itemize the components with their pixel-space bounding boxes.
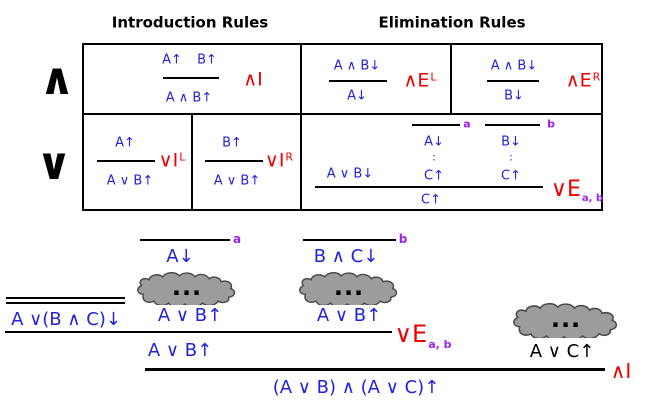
derivation-cloud xyxy=(299,272,398,305)
premise-line-upper xyxy=(6,297,125,299)
cloud-ellipsis: ... xyxy=(550,305,582,333)
or-elim-derived-a: C↑ xyxy=(424,168,444,184)
derived-a: A ∨ B↑ xyxy=(157,305,223,326)
premise-line-lower xyxy=(6,302,125,304)
vertical-dots: : xyxy=(509,150,513,164)
or-elim-result: A ∨ B↑ xyxy=(147,340,213,361)
and-intro-premise-right: B↑ xyxy=(197,52,217,68)
hypothesis-tag-a: a xyxy=(232,232,242,246)
inference-line xyxy=(329,80,387,82)
hypothesis-line-b xyxy=(303,239,396,241)
and-intro-step-label: ∧I xyxy=(610,359,632,383)
cloud-ellipsis: ... xyxy=(333,273,365,301)
hypothesis-tag-a: a xyxy=(463,117,471,131)
or-elim-rule-name: ∨Ea, b xyxy=(550,177,604,204)
or-row-label: ∨ xyxy=(36,139,72,190)
inference-line xyxy=(97,160,155,162)
table-intro-cell-divider xyxy=(191,113,193,211)
derivation-cloud xyxy=(137,272,236,305)
and-intro-rule-name: ∧I xyxy=(243,68,263,91)
hypothesis-line-a xyxy=(140,239,230,241)
or-intro-left-rule-name: ∨IL xyxy=(158,149,186,172)
hypothesis-line-b xyxy=(485,124,540,126)
and-elim-right-rule-name: ∧ER xyxy=(565,69,601,92)
hypothesis-tag-b: b xyxy=(398,232,408,246)
proof-premise: A ∨(B ∧ C)↓ xyxy=(11,309,121,330)
hypothesis-line-a xyxy=(412,124,460,126)
and-elim-right-premise: A ∧ B↓ xyxy=(490,58,538,74)
assumption-b: B ∧ C↓ xyxy=(313,246,379,267)
or-intro-right-rule-name: ∨IR xyxy=(264,149,294,172)
inference-line xyxy=(487,80,539,82)
or-elim-conclusion: C↑ xyxy=(421,192,441,208)
and-intro-conclusion: A ∧ B↑ xyxy=(165,90,213,106)
or-elim-assumption-a: A↓ xyxy=(424,134,444,150)
derived-b: A ∨ B↑ xyxy=(316,305,382,326)
and-elim-right-conclusion: B↓ xyxy=(504,88,524,104)
or-elim-derived-b: C↑ xyxy=(501,168,521,184)
hypothesis-tag-b: b xyxy=(547,117,555,131)
inference-line xyxy=(315,186,543,188)
and-elim-left-rule-name: ∧EL xyxy=(403,69,437,92)
side-formula: A ∨ C↑ xyxy=(529,341,595,362)
and-intro-inference-line xyxy=(145,368,605,371)
cloud-ellipsis: ... xyxy=(171,273,203,301)
proof-conclusion: (A ∨ B) ∧ (A ∨ C)↑ xyxy=(272,377,440,398)
inference-line xyxy=(205,160,263,162)
or-intro-right-premise: B↑ xyxy=(222,135,242,151)
or-elim-assumption-b: B↓ xyxy=(501,134,521,150)
table-elim-cell-divider xyxy=(450,43,452,114)
vertical-dots: : xyxy=(432,150,436,164)
and-elim-left-premise: A ∧ B↓ xyxy=(333,58,381,74)
and-elim-left-conclusion: A↓ xyxy=(347,88,367,104)
or-intro-right-conclusion: A ∨ B↑ xyxy=(213,173,261,189)
table-column-divider xyxy=(300,43,302,211)
and-row-label: ∧ xyxy=(39,54,75,105)
or-intro-left-conclusion: A ∨ B↑ xyxy=(106,173,154,189)
derivation-cloud xyxy=(513,303,618,338)
table-row-divider xyxy=(82,113,603,115)
or-elim-step-label: ∨Ea, b xyxy=(394,320,452,351)
and-intro-premise-left: A↑ xyxy=(162,52,182,68)
rules-table-border xyxy=(82,43,603,211)
introduction-rules-header: Introduction Rules xyxy=(111,13,269,32)
elimination-rules-header: Elimination Rules xyxy=(378,13,526,32)
inference-line xyxy=(163,77,219,79)
assumption-a: A↓ xyxy=(166,246,194,267)
or-elim-major-premise: A ∨ B↓ xyxy=(326,166,374,182)
or-elim-inference-line xyxy=(5,331,392,333)
or-intro-left-premise: A↑ xyxy=(115,135,135,151)
